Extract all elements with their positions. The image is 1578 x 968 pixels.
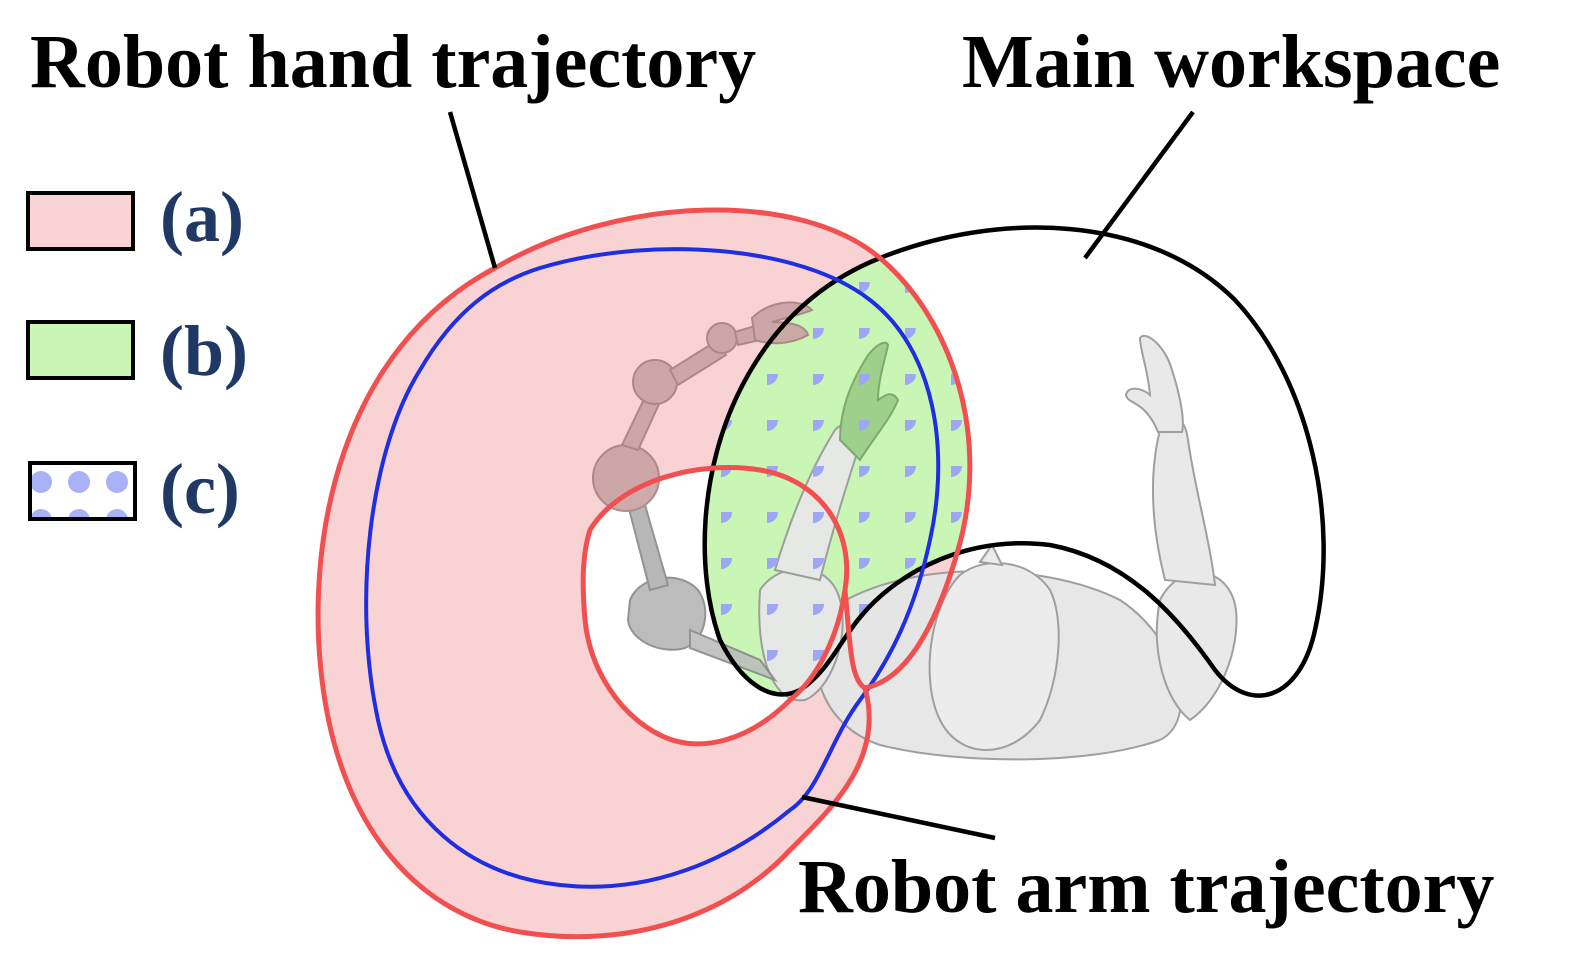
arm-trajectory-leader xyxy=(801,794,996,841)
hand-trajectory-inner xyxy=(580,465,850,747)
hand-trajectory-outer xyxy=(315,207,973,940)
legend-label-b: (b) xyxy=(160,311,248,391)
legend-swatch-b xyxy=(26,320,135,380)
region-c-inner xyxy=(704,467,847,696)
legend-swatch-c-dots xyxy=(28,461,137,521)
legend-label-a: (a) xyxy=(160,177,244,257)
label-hand-trajectory: Robot hand trajectory xyxy=(30,20,756,104)
robot-arm-illustration xyxy=(592,301,814,683)
legend-swatch-a xyxy=(26,191,135,251)
arm-trajectory-line xyxy=(364,247,941,889)
hand-trajectory-leader xyxy=(447,111,498,269)
label-main-workspace: Main workspace xyxy=(962,20,1500,104)
workspace-leader xyxy=(1083,110,1195,260)
label-arm-trajectory: Robot arm trajectory xyxy=(798,845,1494,929)
workspace-outline xyxy=(702,225,1326,698)
legend-label-c: (c) xyxy=(160,449,240,529)
legend: (a) (b) (c) xyxy=(26,177,248,529)
hand-trajectory-lobe xyxy=(842,589,867,691)
